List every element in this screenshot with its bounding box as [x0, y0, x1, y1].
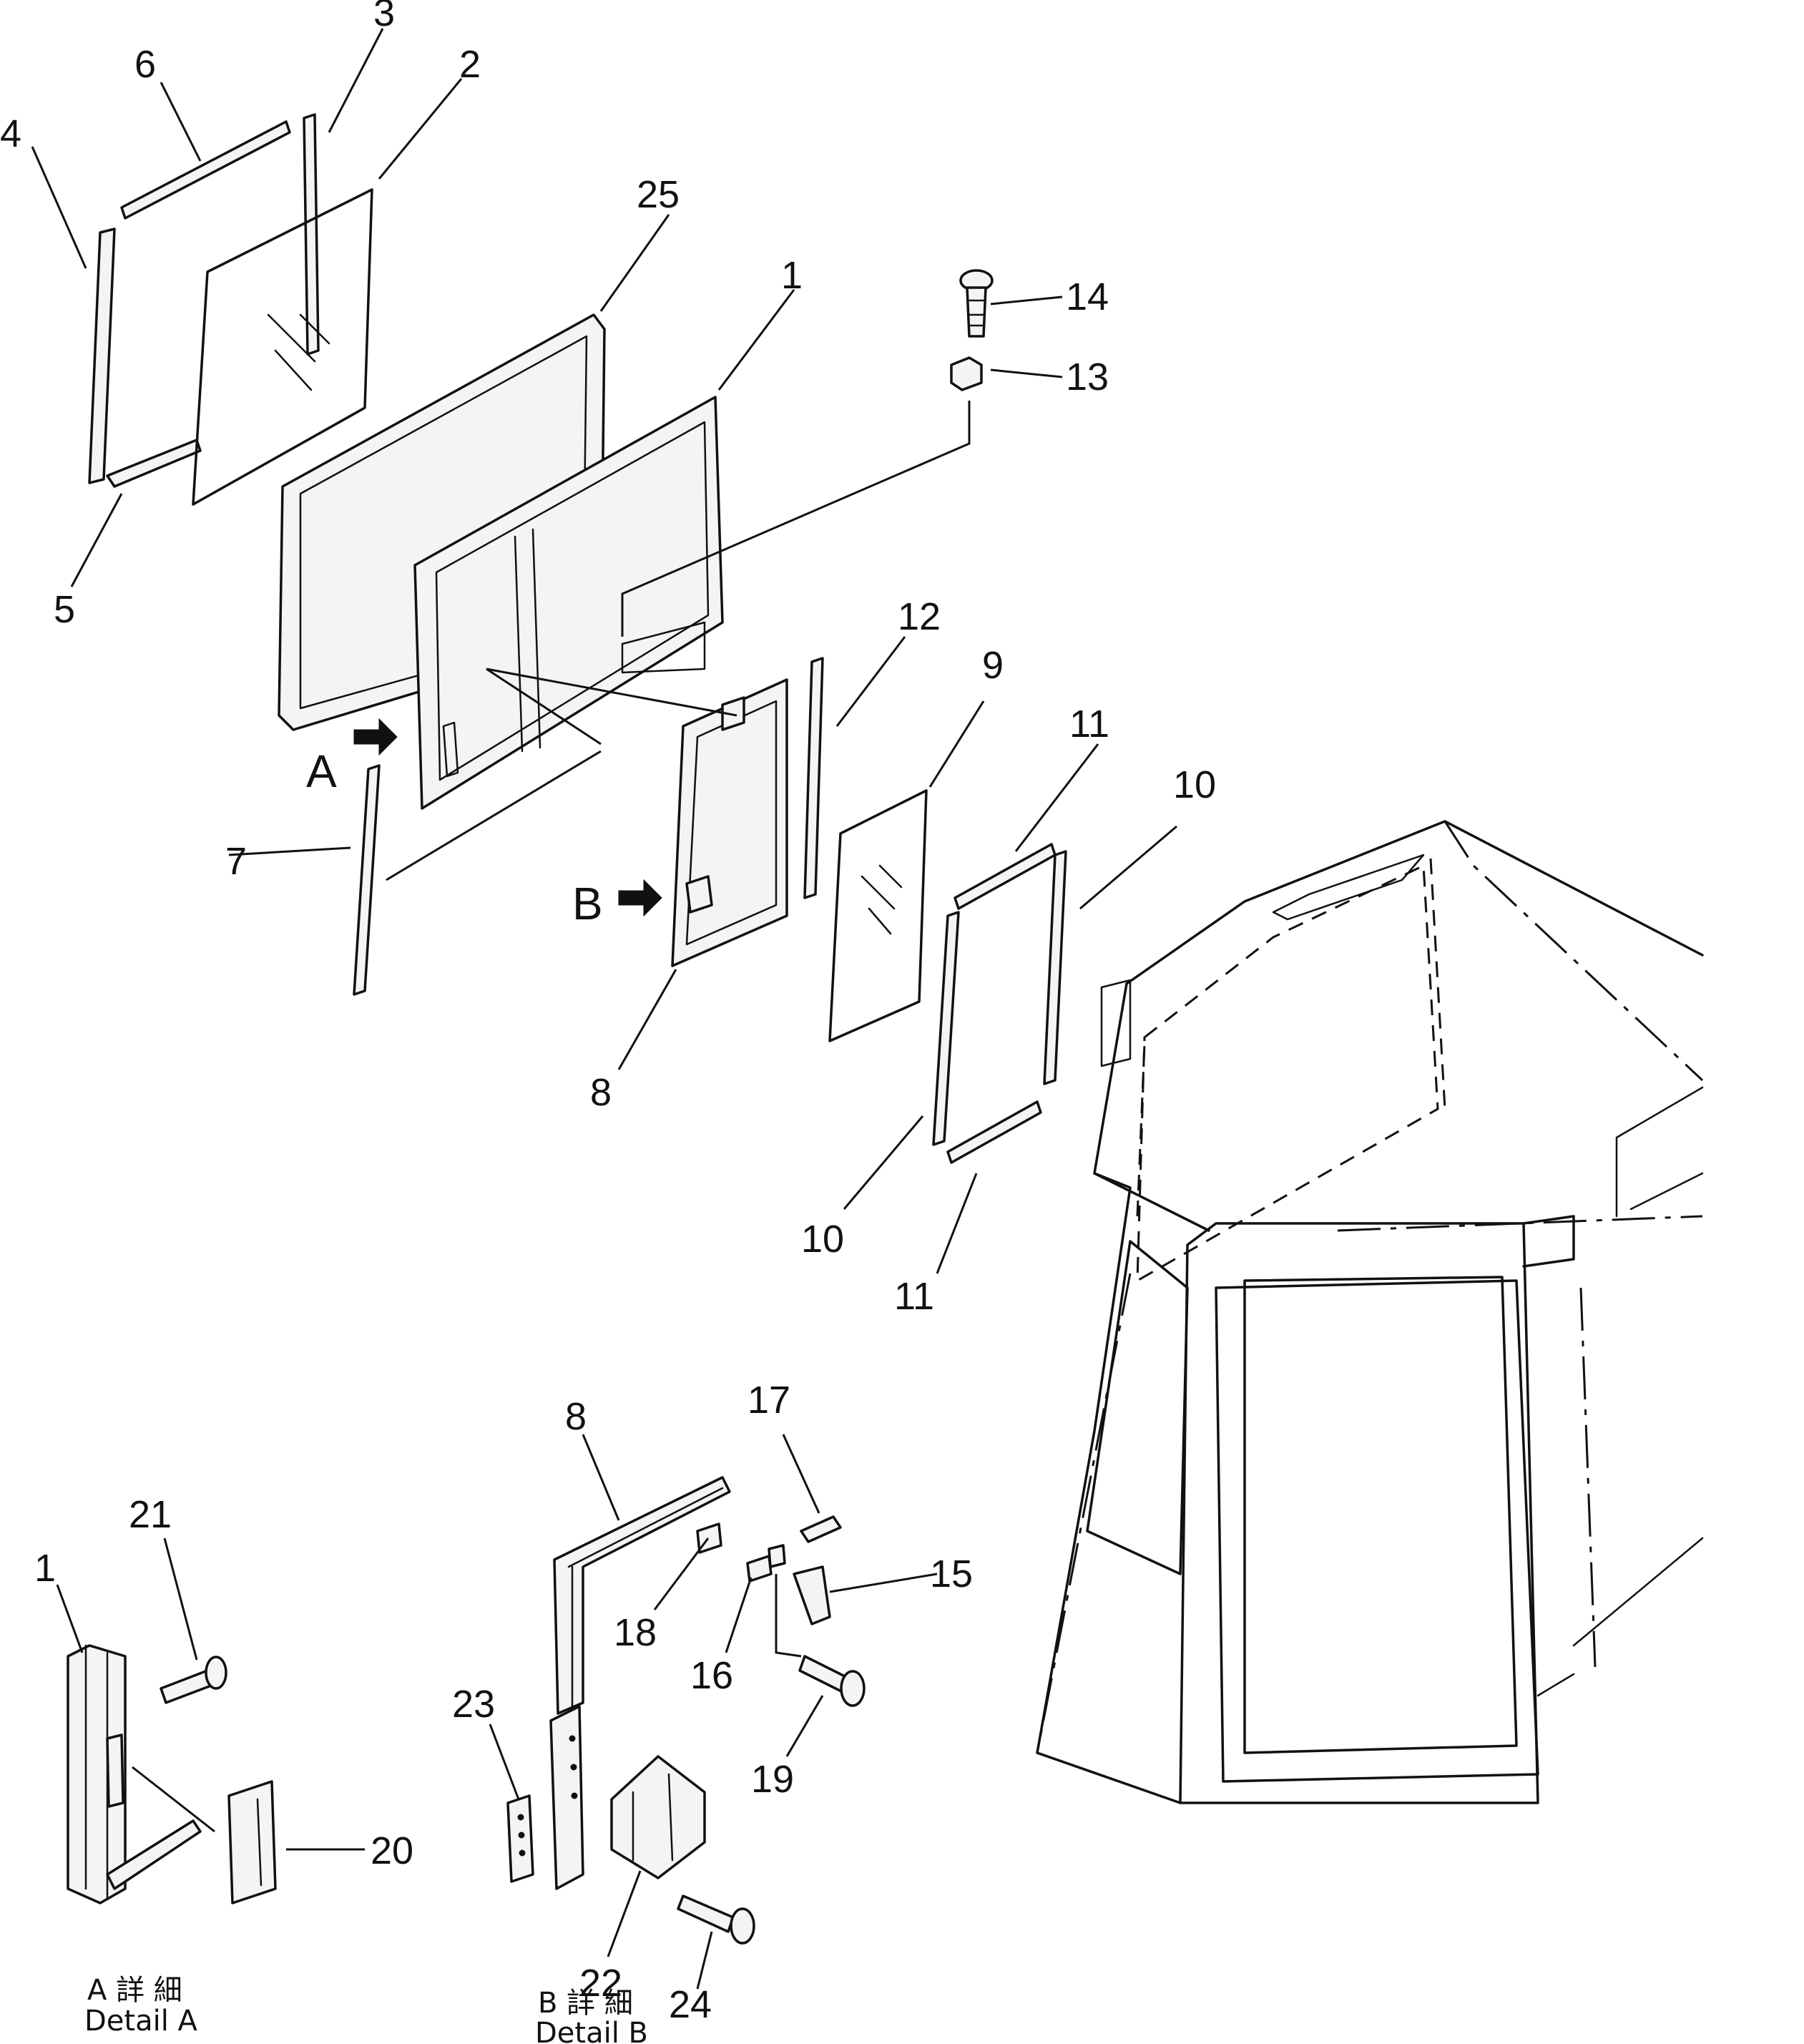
view-marker-a: A [306, 745, 337, 797]
caption-detail-b-jp: B 詳 細 [538, 1987, 633, 2020]
label-part-19: 19 [751, 1758, 794, 1801]
label-part-8-detail: 8 [565, 1395, 587, 1438]
label-part-20: 20 [371, 1829, 413, 1872]
glass-panel-9 [828, 789, 928, 1042]
label-part-10-right: 10 [1173, 763, 1216, 806]
label-part-13: 13 [1066, 356, 1109, 398]
caption-detail-a-jp: A 詳 細 [87, 1974, 182, 2007]
label-part-11-bottom: 11 [894, 1275, 934, 1318]
detail-b-handle-15 [793, 1565, 831, 1625]
label-part-11-top: 11 [1069, 703, 1109, 745]
detail-b-frame-8 [553, 1476, 731, 1715]
label-part-23: 23 [452, 1683, 495, 1726]
label-part-15: 15 [930, 1552, 973, 1595]
detail-a-bracket-20 [227, 1780, 277, 1904]
part-number-labels: 4 6 3 2 25 1 14 13 5 12 9 11 10 7 8 10 1… [0, 0, 1216, 2026]
seal-strip-4 [88, 228, 116, 484]
detail-b-bolt-19 [798, 1655, 866, 1707]
seal-strip-10-right [1043, 850, 1067, 1085]
label-part-1: 1 [781, 254, 803, 297]
seal-strip-7 [353, 764, 381, 996]
label-part-24: 24 [669, 1983, 712, 2026]
label-part-10-left: 10 [801, 1218, 844, 1261]
window-sash-1 [413, 396, 724, 810]
label-part-12: 12 [898, 595, 941, 638]
caption-detail-b-en: Detail B [535, 2017, 648, 2044]
view-arrow-b [618, 879, 662, 917]
label-part-25: 25 [637, 173, 680, 216]
label-part-8: 8 [590, 1071, 612, 1114]
seal-strip-5 [106, 439, 202, 488]
label-part-1-detail: 1 [34, 1547, 56, 1590]
label-part-4: 4 [0, 112, 21, 155]
seal-strip-3 [303, 113, 320, 356]
detail-b-bolt-24 [677, 1894, 755, 1945]
label-part-2: 2 [459, 43, 481, 86]
detail-captions: A 詳 細 Detail A B 詳 細 Detail B [84, 1974, 648, 2044]
label-part-17: 17 [747, 1379, 790, 1422]
detail-b-plate-23 [506, 1794, 534, 1883]
cab-body [1036, 820, 1704, 1804]
caption-detail-a-en: Detail A [84, 2005, 198, 2038]
label-part-7: 7 [225, 840, 247, 883]
label-part-3: 3 [373, 0, 395, 34]
label-part-5: 5 [54, 588, 75, 631]
nut-13 [950, 356, 983, 391]
detail-a-bolt-21 [160, 1656, 227, 1704]
detail-b-catch-16 [746, 1544, 786, 1583]
label-part-21: 21 [129, 1493, 172, 1536]
label-part-14: 14 [1066, 275, 1109, 318]
leader-lines [31, 28, 1177, 1990]
label-part-9: 9 [982, 644, 1004, 687]
seal-strip-11-bottom [946, 1100, 1042, 1164]
bolt-14 [959, 269, 994, 338]
detail-b-hinge-22 [610, 1755, 706, 1879]
detail-b-rail [549, 1705, 584, 1890]
label-part-6: 6 [134, 43, 156, 86]
view-marker-b: B [572, 878, 603, 929]
detail-a-frame-section [67, 1644, 202, 1904]
glass-panel-2 [192, 188, 373, 506]
seal-strip-12 [803, 657, 824, 899]
view-arrow-a [353, 718, 398, 756]
label-part-22: 22 [579, 1962, 622, 2005]
seal-strip-10-left [932, 911, 960, 1146]
sub-frame-8 [671, 678, 788, 967]
label-part-18: 18 [614, 1611, 657, 1654]
detail-b-pin-17 [800, 1515, 842, 1543]
seal-strip-6 [120, 120, 291, 220]
seal-strip-11-top [954, 843, 1057, 910]
label-part-16: 16 [690, 1654, 733, 1697]
